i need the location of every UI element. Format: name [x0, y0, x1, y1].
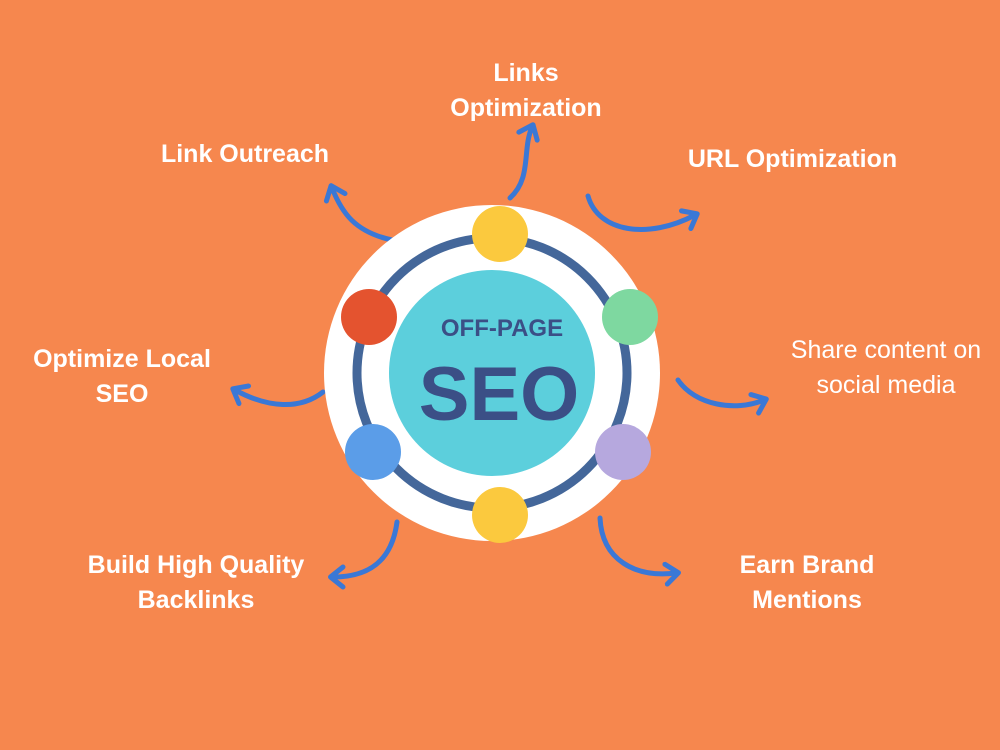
hub-title-small: OFF-PAGE [441, 315, 563, 342]
arrow-share-content-icon [675, 377, 769, 416]
dot-right-lower-icon [595, 424, 651, 480]
arrow-links-optimization-icon [507, 122, 540, 201]
label-optimize-local-seo-line2: SEO [95, 380, 149, 408]
label-optimize-local-seo: Optimize Local SEO [12, 342, 232, 412]
arrow-earn-mentions-icon [597, 515, 681, 587]
label-link-outreach-line1: Link Outreach [160, 140, 330, 168]
label-build-backlinks-line1: Build High Quality [87, 551, 305, 579]
label-share-content-line2: social media [816, 371, 956, 399]
label-links-optimization: Links Optimization [425, 56, 627, 126]
label-link-outreach: Link Outreach [135, 137, 355, 172]
label-links-optimization-line2: Optimization [450, 94, 602, 122]
label-earn-mentions: Earn Brand Mentions [717, 548, 897, 618]
arrow-build-backlinks-icon [328, 519, 400, 590]
label-links-optimization-line1: Links [493, 59, 559, 87]
seo-hub: OFF-PAGE SEO [324, 205, 660, 541]
label-url-optimization-line1: URL Optimization [687, 145, 898, 173]
label-earn-mentions-line2: Mentions [752, 586, 862, 614]
label-url-optimization: URL Optimization [660, 142, 925, 177]
arrow-link-outreach-icon [323, 183, 395, 243]
hub-title-large: SEO [419, 352, 580, 437]
hub-inner-circle [389, 270, 595, 476]
label-build-backlinks: Build High Quality Backlinks [65, 548, 327, 618]
label-share-content: Share content on social media [772, 333, 1000, 403]
dot-bottom-icon [472, 487, 528, 543]
dot-top-icon [472, 206, 528, 262]
dot-right-upper-icon [602, 289, 658, 345]
label-earn-mentions-line1: Earn Brand [739, 551, 875, 579]
label-build-backlinks-line2: Backlinks [137, 586, 255, 614]
dot-left-upper-icon [341, 289, 397, 345]
arrow-url-optimization-icon [585, 193, 700, 232]
dot-left-lower-icon [345, 424, 401, 480]
arrow-optimize-local-seo-icon [230, 383, 326, 407]
label-optimize-local-seo-line1: Optimize Local [33, 345, 211, 373]
arrows [230, 122, 769, 590]
label-share-content-line1: Share content on [790, 336, 982, 364]
ring-dots [341, 206, 658, 543]
